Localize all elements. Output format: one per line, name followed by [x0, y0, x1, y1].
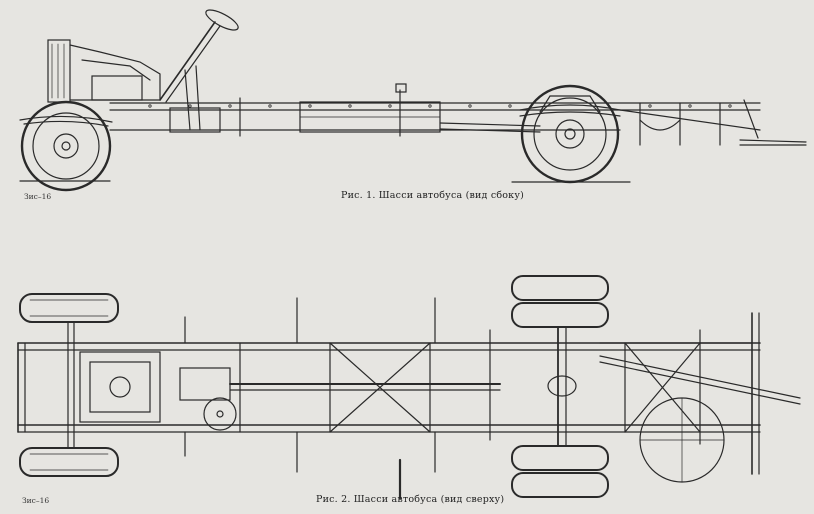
top-view-drawing	[17, 275, 801, 500]
figure-1-caption: Рис. 1. Шасси автобуса (вид сбоку)	[341, 190, 525, 201]
figure-1-model-mark: Зис–16	[24, 192, 52, 201]
side-view-drawing	[19, 9, 807, 192]
figure-2-model-mark: Зис–16	[22, 496, 50, 505]
figure-2-caption: Рис. 2. Шасси автобуса (вид сверху)	[316, 494, 505, 505]
